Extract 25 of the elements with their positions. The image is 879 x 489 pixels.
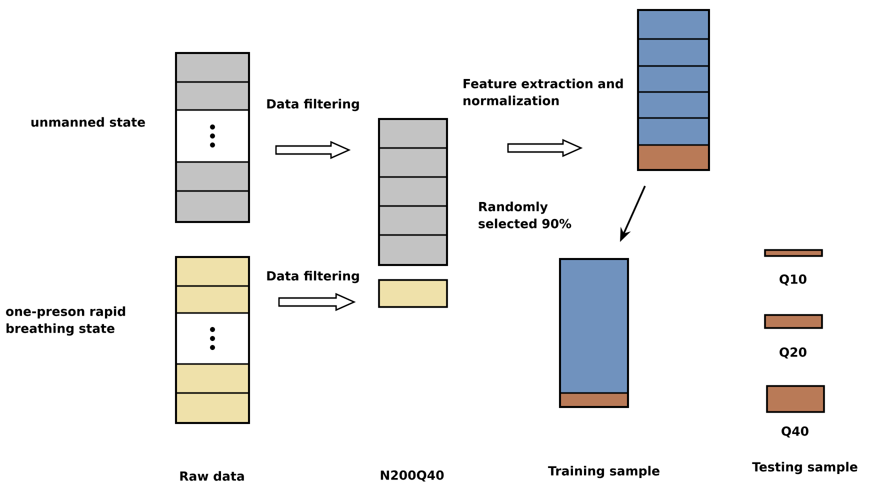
text-label: N200Q40 [380,470,444,482]
data-bar [766,385,825,413]
data-stack [559,258,629,408]
data-stack [378,118,448,266]
arrow [275,140,351,160]
edge-label: Data filtering [267,98,359,112]
data-stack [175,256,250,424]
data-bar [764,314,823,329]
edge-label: Data filtering [267,270,359,284]
arrow [507,138,583,158]
edge-label: Feature extraction and normalization [464,78,623,106]
node-caption: Q40 [782,426,808,438]
data-bar [378,279,448,308]
text-label: Training sample [548,466,660,478]
data-stack [175,52,250,223]
arrow [278,292,356,312]
text-label: Testing sample [752,462,858,474]
edge-label: Randomly selected 90% [478,202,572,228]
node-caption: Q10 [780,274,806,286]
text-label: Raw data [180,471,244,481]
node-caption: Q20 [780,347,806,359]
data-bar [764,249,823,257]
text-label: one-preson rapid breathing state [6,306,126,336]
text-label: unmanned state [31,117,145,127]
data-stack [637,9,710,171]
